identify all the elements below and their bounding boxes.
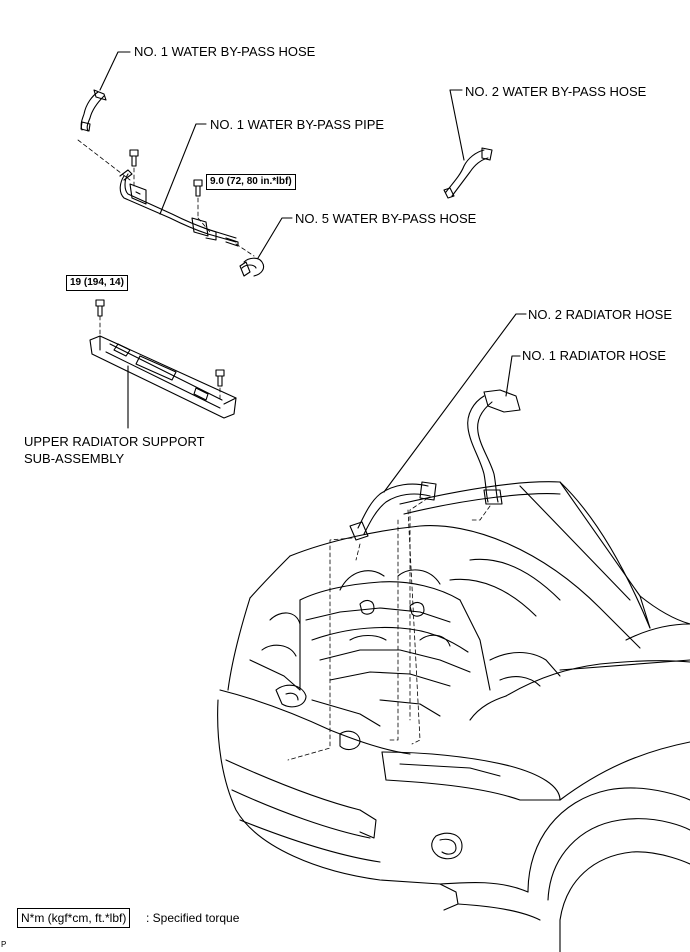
label-no5-water-bypass-hose: NO. 5 WATER BY-PASS HOSE: [295, 211, 477, 226]
no5-water-bypass-hose-drawing: [239, 257, 265, 277]
corner-mark: P: [1, 940, 7, 949]
label-no2-radiator-hose: NO. 2 RADIATOR HOSE: [528, 307, 672, 322]
no2-radiator-hose-drawing: [349, 481, 437, 541]
legend-specified-torque-text: : Specified torque: [146, 911, 240, 925]
no1-radiator-hose-drawing: [467, 389, 521, 505]
no1-water-bypass-pipe-drawing: [119, 169, 239, 247]
label-no1-radiator-hose: NO. 1 RADIATOR HOSE: [522, 348, 666, 363]
vehicle-body-drawing: [217, 481, 690, 952]
label-upper-radiator-support-line2: SUB-ASSEMBLY: [24, 451, 125, 466]
torque-pipe-bolt: 9.0 (72, 80 in.*lbf): [206, 174, 296, 190]
support-bolt-2: [215, 369, 225, 387]
pipe-bolt-2: [193, 179, 203, 197]
legend-torque-unit-box: N*m (kgf*cm, ft.*lbf): [17, 908, 131, 928]
upper-radiator-support-drawing: [89, 335, 237, 419]
label-no1-water-bypass-pipe: NO. 1 WATER BY-PASS PIPE: [210, 117, 385, 132]
support-bolt-1: [95, 299, 105, 317]
label-no2-water-bypass-hose: NO. 2 WATER BY-PASS HOSE: [465, 84, 647, 99]
no1-water-bypass-hose-drawing: [80, 89, 107, 132]
no2-water-bypass-hose-drawing: [443, 147, 493, 199]
label-no1-water-bypass-hose: NO. 1 WATER BY-PASS HOSE: [134, 44, 316, 59]
torque-support-bolt: 19 (194, 14): [66, 275, 128, 291]
label-upper-radiator-support-line1: UPPER RADIATOR SUPPORT: [24, 434, 205, 449]
pipe-bolt-1: [129, 149, 139, 167]
